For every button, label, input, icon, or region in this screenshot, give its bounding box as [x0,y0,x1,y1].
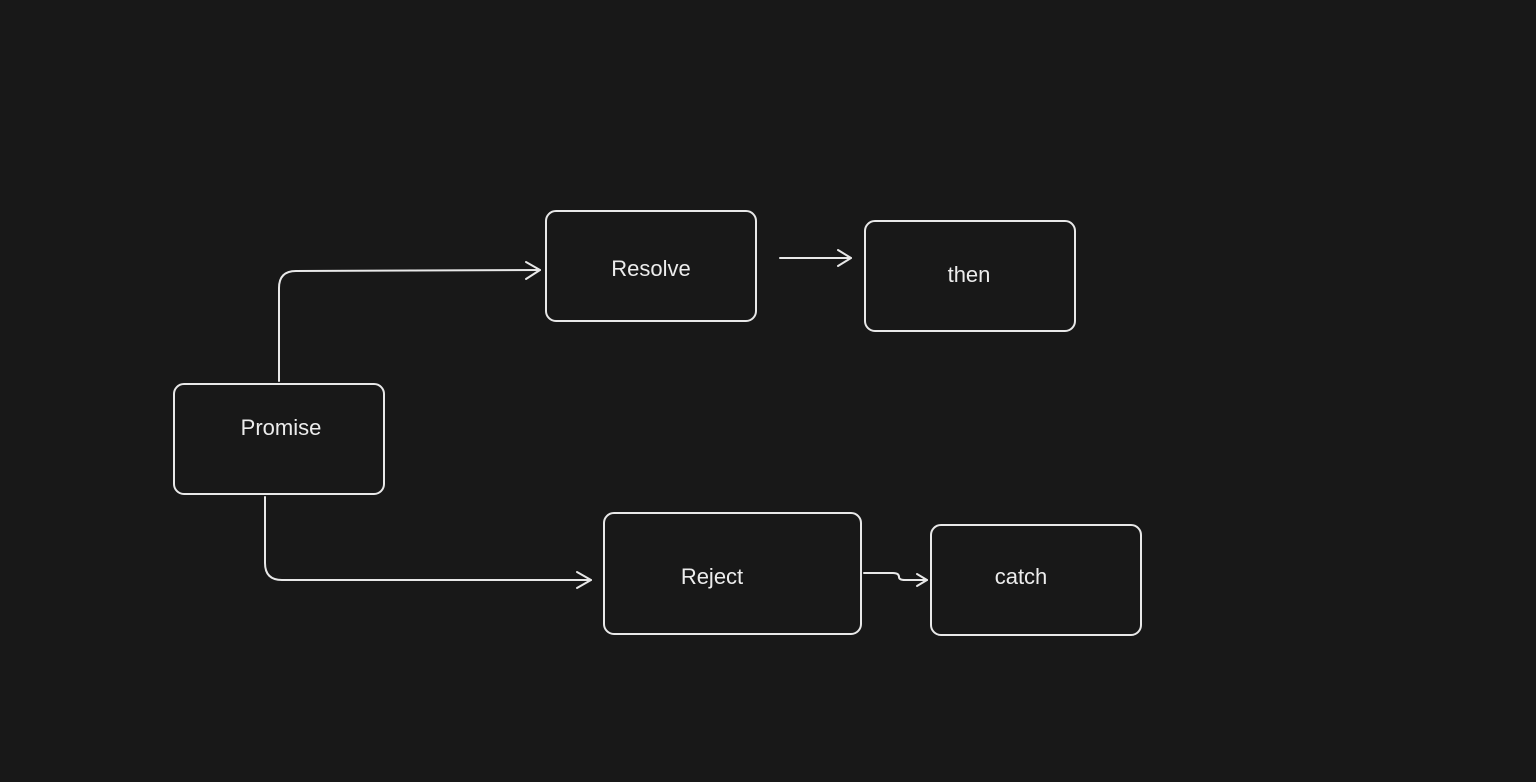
edge-resolve-then [779,249,852,267]
resolve-box[interactable] [545,210,757,322]
catch-label: catch [995,564,1048,589]
then-label: then [948,262,991,287]
catch-box[interactable] [930,524,1142,636]
edge-promise-resolve [278,261,541,382]
reject-label: Reject [681,564,743,589]
then-box[interactable] [864,220,1076,332]
edge-reject-catch [863,572,928,587]
promise-box[interactable] [173,383,385,495]
reject-box[interactable] [603,512,862,635]
promise-label: Promise [241,415,322,440]
edge-promise-reject [264,496,592,589]
resolve-label: Resolve [611,256,690,281]
